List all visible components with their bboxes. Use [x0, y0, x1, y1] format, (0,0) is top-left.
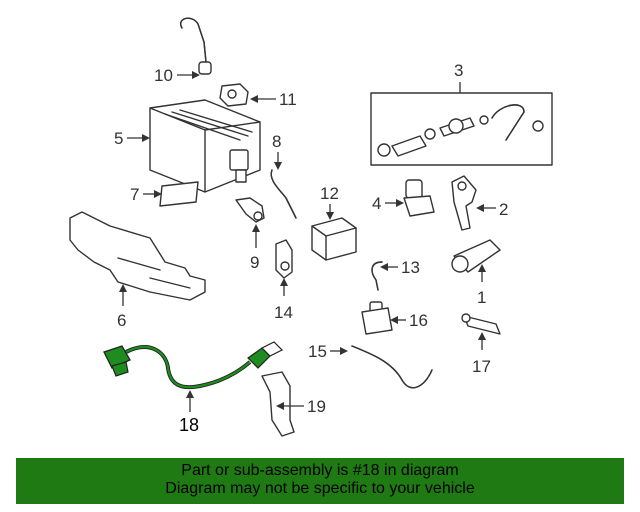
- callout-14: 14: [274, 278, 293, 322]
- svg-text:13: 13: [401, 258, 420, 277]
- callout-7: 7: [130, 185, 162, 204]
- svg-text:9: 9: [250, 253, 259, 272]
- callout-17: 17: [472, 332, 491, 376]
- callout-19: 19: [276, 397, 326, 416]
- part-3-hose-kit[interactable]: [370, 92, 553, 166]
- svg-text:1: 1: [477, 288, 486, 307]
- svg-text:15: 15: [308, 342, 327, 361]
- parts-diagram: 10 11 5 7 6: [69, 17, 553, 437]
- part-5-canister[interactable]: [149, 99, 261, 193]
- banner-line-disclaimer: Diagram may not be specific to your vehi…: [165, 480, 475, 497]
- banner-line-part: Part or sub-assembly is #18 in diagram: [181, 462, 459, 479]
- svg-text:11: 11: [279, 90, 297, 109]
- callout-18: 18: [179, 390, 199, 435]
- svg-text:2: 2: [499, 200, 508, 219]
- svg-text:3: 3: [454, 61, 463, 80]
- part-17-sensor[interactable]: [461, 313, 501, 335]
- callout-6: 6: [117, 284, 127, 330]
- callout-5: 5: [114, 129, 150, 148]
- part-2-sensor[interactable]: [451, 175, 477, 231]
- callout-1: 1: [477, 264, 486, 307]
- part-9-sensor[interactable]: [235, 197, 265, 223]
- callout-10: 10: [154, 66, 200, 85]
- part-4-solenoid[interactable]: [403, 179, 435, 217]
- svg-text:12: 12: [320, 184, 339, 203]
- svg-text:6: 6: [117, 311, 126, 330]
- part-15-tube[interactable]: [351, 345, 433, 389]
- svg-text:10: 10: [154, 66, 173, 85]
- info-banner: Part or sub-assembly is #18 in diagram D…: [16, 458, 624, 504]
- callout-2: 2: [476, 200, 508, 219]
- callout-9: 9: [250, 224, 260, 272]
- svg-text:14: 14: [274, 303, 293, 322]
- callout-16: 16: [390, 311, 428, 330]
- svg-text:4: 4: [372, 194, 381, 213]
- svg-text:19: 19: [307, 397, 326, 416]
- callout-8: 8: [272, 132, 282, 170]
- callout-3: 3: [454, 61, 463, 93]
- part-11-valve[interactable]: [219, 83, 249, 107]
- svg-text:5: 5: [114, 129, 123, 148]
- part-7-pad[interactable]: [159, 181, 199, 207]
- part-6-shield[interactable]: [69, 211, 206, 301]
- callout-11: 11: [250, 90, 297, 109]
- part-19-bracket[interactable]: [261, 371, 295, 437]
- svg-text:7: 7: [130, 185, 139, 204]
- part-18-oxygen-sensor[interactable]: [103, 341, 284, 390]
- part-1-valve[interactable]: [451, 239, 501, 273]
- part-10-hose[interactable]: [180, 17, 212, 75]
- svg-text:16: 16: [409, 311, 428, 330]
- svg-text:17: 17: [472, 357, 491, 376]
- callout-15: 15: [308, 342, 348, 361]
- part-13-hose[interactable]: [371, 261, 383, 291]
- svg-text:18: 18: [179, 415, 199, 435]
- svg-text:8: 8: [272, 132, 281, 151]
- part-14-bracket[interactable]: [275, 239, 293, 279]
- part-8-hose[interactable]: [270, 169, 297, 219]
- part-16-valve[interactable]: [361, 301, 393, 335]
- callout-12: 12: [320, 184, 339, 220]
- part-12-module[interactable]: [311, 217, 357, 261]
- callout-4: 4: [372, 194, 404, 213]
- callout-13: 13: [380, 258, 420, 277]
